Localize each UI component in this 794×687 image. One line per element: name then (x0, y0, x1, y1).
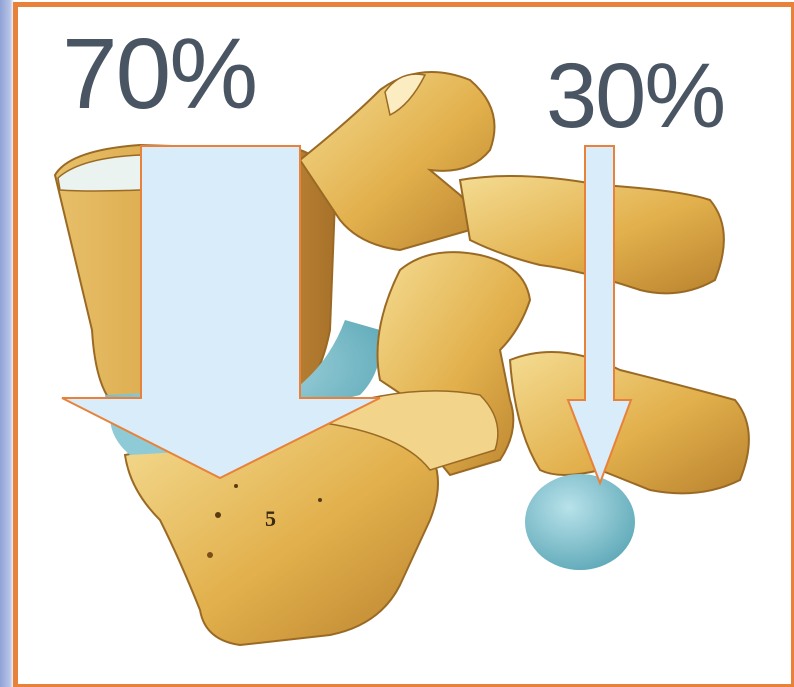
load-percent-left: 70% (62, 24, 256, 124)
facet-cartilage (525, 474, 635, 570)
load-percent-right: 30% (546, 50, 724, 142)
vertebra-number-label: 5 (265, 506, 276, 532)
lower-posterior-process (510, 352, 749, 493)
